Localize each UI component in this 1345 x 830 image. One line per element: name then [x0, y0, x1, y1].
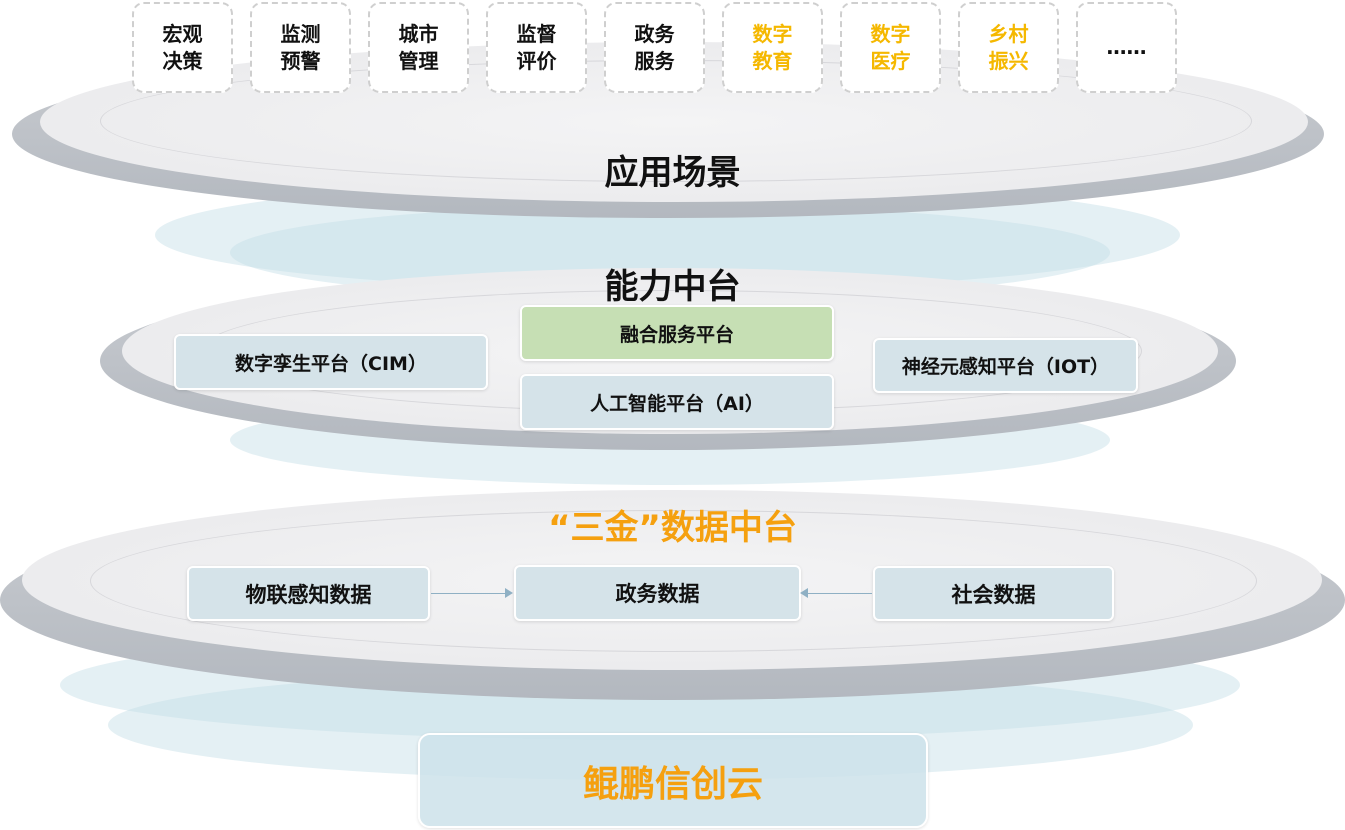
infrastructure-box[interactable]: 鲲鹏信创云: [418, 733, 928, 828]
scenario-card[interactable]: 数字 教育: [722, 2, 823, 93]
scenario-card[interactable]: 城市 管理: [368, 2, 469, 93]
source-government-data[interactable]: 政务数据: [514, 565, 801, 621]
scenario-card[interactable]: 监测 预警: [250, 2, 351, 93]
platform-fusion-service[interactable]: 融合服务平台: [520, 305, 834, 361]
application-layer-title: 应用场景: [604, 153, 741, 193]
scenario-card[interactable]: ……: [1076, 2, 1177, 93]
source-iot-data[interactable]: 物联感知数据: [187, 566, 430, 621]
arrowhead-left-icon: [800, 588, 808, 598]
scenario-card[interactable]: 政务 服务: [604, 2, 705, 93]
infrastructure-title: 鲲鹏信创云: [582, 763, 763, 805]
scenario-card[interactable]: 乡村 振兴: [958, 2, 1059, 93]
arrowhead-right-icon: [505, 588, 513, 598]
platform-ai[interactable]: 人工智能平台（AI）: [520, 374, 834, 430]
scenario-card[interactable]: 监督 评价: [486, 2, 587, 93]
data-layer-title: “三金”数据中台: [548, 508, 797, 548]
platform-cim[interactable]: 数字孪生平台（CIM）: [174, 334, 488, 390]
arrow-right: [431, 593, 509, 594]
arrow-left: [806, 593, 872, 594]
source-social-data[interactable]: 社会数据: [873, 566, 1114, 621]
scenario-card[interactable]: 数字 医疗: [840, 2, 941, 93]
platform-iot[interactable]: 神经元感知平台（IOT）: [873, 338, 1138, 393]
disk-ring: [90, 510, 1257, 652]
scenario-card[interactable]: 宏观 决策: [132, 2, 233, 93]
capability-layer-title: 能力中台: [604, 267, 741, 307]
